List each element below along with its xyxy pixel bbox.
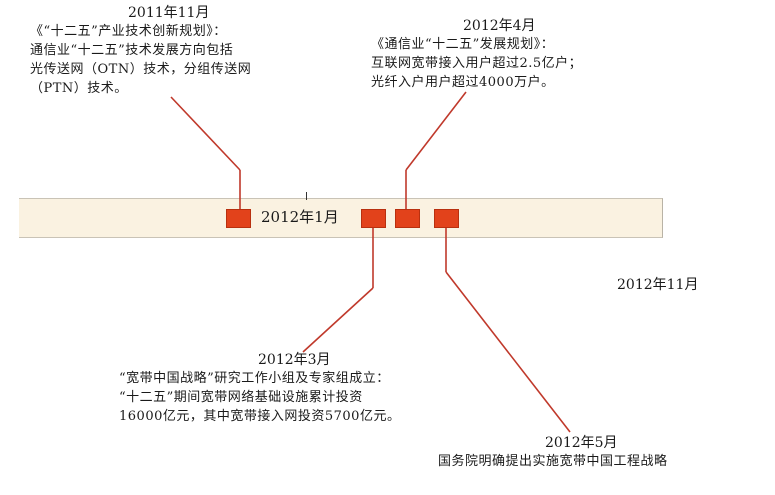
event-description: 国务院明确提出实施宽带中国工程战略 [438, 452, 668, 471]
marker-2012-03 [361, 209, 386, 228]
marker-2011-11 [226, 209, 251, 228]
connector-2012-04 [405, 91, 467, 171]
event-line: 国务院明确提出实施宽带中国工程战略 [438, 454, 668, 469]
connector-2011-11 [170, 96, 241, 171]
event-line: 16000亿元，其中宽带接入网投资5700亿元。 [119, 409, 401, 424]
event-line: 互联网宽带接入用户超过2.5亿户； [371, 56, 583, 71]
event-line: 《通信业“十二五”发展规划》： [371, 37, 555, 52]
event-date: 2012年4月 [463, 18, 536, 34]
connector-2012-05-diag [445, 271, 571, 433]
event-line: “宽带中国战略”研究工作小组及专家组成立： [119, 371, 390, 386]
event-line: 通信业“十二五”技术发展方向包括 [30, 43, 234, 58]
event-date: 2012年5月 [545, 435, 618, 451]
event-line: （PTN）技术。 [30, 81, 128, 96]
marker-2012-04 [395, 209, 420, 228]
event-description: 《“十二五”产业技术创新规划》： 通信业“十二五”技术发展方向包括 光传送网（O… [30, 22, 251, 98]
event-line: 光传送网（OTN）技术，分组传送网 [30, 62, 252, 77]
event-line: 《“十二五”产业技术创新规划》： [30, 24, 227, 39]
timeline-tick [306, 192, 307, 200]
event-line: “十二五”期间宽带网络基础设施累计投资 [119, 390, 363, 405]
connector-2012-03-diag [302, 287, 374, 353]
timeline-band [19, 198, 663, 238]
event-description: “宽带中国战略”研究工作小组及专家组成立： “十二五”期间宽带网络基础设施累计投… [119, 369, 400, 426]
event-date: 2012年11月 [617, 277, 699, 293]
marker-2012-05 [434, 209, 459, 228]
event-description: 《通信业“十二五”发展规划》： 互联网宽带接入用户超过2.5亿户； 光纤入户用户… [371, 35, 582, 92]
event-date: 2012年3月 [258, 352, 331, 368]
event-line: 光纤入户用户超过4000万户。 [371, 75, 555, 90]
axis-date-label: 2012年1月 [261, 208, 339, 226]
event-date: 2011年11月 [128, 5, 210, 21]
